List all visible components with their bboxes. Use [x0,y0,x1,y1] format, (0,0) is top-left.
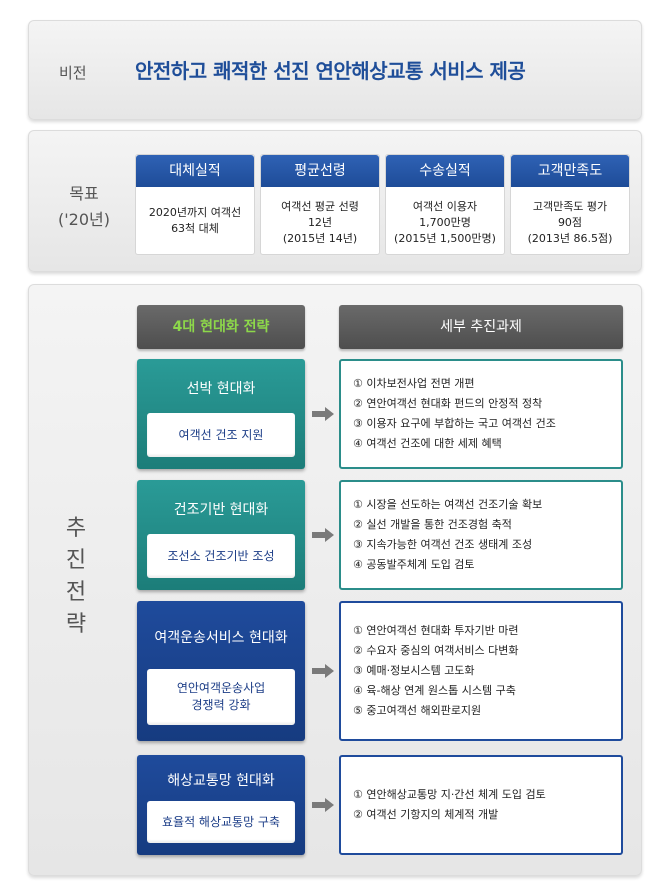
goal-card-line: (2013년 86.5점) [527,232,613,245]
goal-card-line: (2015년 1,500만명) [394,232,496,245]
task-item: ① 연안여객선 현대화 투자기반 마련 [353,624,519,637]
strategy-title: 해상교통망 현대화 [167,773,275,789]
goal-card-avg-age: 평균선령 여객선 평균 선령 12년 (2015년 14년) [260,154,380,255]
task-item: ④ 공동발주체계 도입 검토 [353,558,475,571]
strategy-label-char: 전 [65,580,87,605]
strategy-label: 추 진 전 략 [61,513,91,641]
task-item: ① 연안해상교통망 지·간선 체계 도입 검토 [353,788,546,801]
goal-card-line: 63척 대체 [171,222,219,235]
goal-card-title: 대체실적 [136,155,254,187]
goal-card-line: 여객선 이용자 [412,200,478,213]
task-item: ① 시장을 선도하는 여객선 건조기술 확보 [353,498,543,511]
task-item: ② 여객선 기항지의 체계적 개발 [353,808,499,821]
goal-label-year: ('20년) [58,210,110,229]
strategy-subtitle-text: 조선소 건조기반 조성 [167,548,275,563]
vision-statement: 안전하고 쾌적한 선진 연안해상교통 서비스 제공 [135,59,526,83]
strategy-ship-modernization: 선박 현대화 여객선 건조 지원 [137,359,305,469]
goal-label-title: 목표 [69,184,99,203]
task-item: ③ 지속가능한 여객선 건조 생태계 조성 [353,538,533,551]
tasks-column-header: 세부 추진과제 [339,305,623,349]
arrow-right-icon [312,798,334,812]
arrow-right-icon [312,407,334,421]
strategy-panel: 추 진 전 략 4대 현대화 전략 세부 추진과제 선박 현대화 여객선 건조 … [28,284,642,876]
arrow-right-icon [312,528,334,542]
task-item: ④ 육-해상 연계 원스톱 시스템 구축 [353,684,516,697]
goal-card-line: (2015년 14년) [282,232,358,245]
task-list-shipbuilding: ① 시장을 선도하는 여객선 건조기술 확보 ② 실선 개발을 통한 건조경험 … [339,480,623,590]
goal-card-body: 여객선 평균 선령 12년 (2015년 14년) [261,187,379,247]
task-item: ① 이차보전사업 전면 개편 [353,377,475,390]
arrow-right-icon [312,664,334,678]
goal-card-line: 고객만족도 평가 [532,200,608,213]
strategy-passenger-service: 여객운송서비스 현대화 연안여객운송사업 경쟁력 강화 [137,601,305,741]
strategy-label-char: 진 [65,548,87,573]
task-item: ③ 이용자 요구에 부합하는 국고 여객선 건조 [353,417,556,430]
strategy-title: 건조기반 현대화 [173,502,269,518]
goal-card-line: 여객선 평균 선령 [281,200,359,213]
strategy-subtitle: 여객선 건조 지원 [147,413,295,457]
strategy-maritime-network: 해상교통망 현대화 효율적 해상교통망 구축 [137,755,305,855]
goal-panel: 목표 ('20년) 대체실적 2020년까지 여객선 63척 대체 평균선령 여… [28,130,642,272]
task-item: ② 실선 개발을 통한 건조경험 축적 [353,518,512,531]
task-list-ship: ① 이차보전사업 전면 개편 ② 연안여객선 현대화 펀드의 안정적 정착 ③ … [339,359,623,469]
task-item: ③ 예매·정보시스템 고도화 [353,664,475,677]
strategy-shipbuilding-base: 건조기반 현대화 조선소 건조기반 조성 [137,480,305,590]
strategy-label-char: 추 [65,516,87,541]
goal-card-line: 1,700만명 [419,216,471,229]
goal-card-line: 2020년까지 여객선 [148,206,242,219]
strategy-column-header: 4대 현대화 전략 [137,305,305,349]
goal-card-title: 수송실적 [386,155,504,187]
vision-label: 비전 [59,64,87,82]
strategy-subtitle: 조선소 건조기반 조성 [147,534,295,578]
strategy-subtitle-text: 효율적 해상교통망 구축 [161,814,281,829]
goal-card-title: 고객만족도 [511,155,629,187]
goal-card-line: 12년 [307,216,333,229]
strategy-subtitle: 연안여객운송사업 경쟁력 강화 [147,669,295,725]
goal-card-body: 여객선 이용자 1,700만명 (2015년 1,500만명) [386,187,504,247]
goal-card-body: 고객만족도 평가 90점 (2013년 86.5점) [511,187,629,247]
goal-card-body: 2020년까지 여객선 63척 대체 [136,187,254,237]
strategy-subtitle-text: 연안여객운송사업 [176,681,266,695]
vision-panel: 비전 안전하고 쾌적한 선진 연안해상교통 서비스 제공 [28,20,642,120]
strategy-subtitle-text: 경쟁력 강화 [191,698,251,712]
task-item: ② 연안여객선 현대화 펀드의 안정적 정착 [353,397,543,410]
goal-card-line: 90점 [557,216,583,229]
strategy-title: 선박 현대화 [186,381,256,397]
strategy-subtitle: 효율적 해상교통망 구축 [147,801,295,843]
strategy-title: 여객운송서비스 현대화 [154,630,288,646]
goal-label: 목표 ('20년) [47,181,121,233]
goal-card-title: 평균선령 [261,155,379,187]
task-item: ② 수요자 중심의 여객서비스 다변화 [353,644,519,657]
task-list-network: ① 연안해상교통망 지·간선 체계 도입 검토 ② 여객선 기항지의 체계적 개… [339,755,623,855]
goal-card-satisfaction: 고객만족도 고객만족도 평가 90점 (2013년 86.5점) [510,154,630,255]
task-item: ⑤ 중고여객선 해외판로지원 [353,704,482,717]
strategy-label-char: 략 [65,612,87,637]
task-item: ④ 여객선 건조에 대한 세제 혜택 [353,437,502,450]
task-list-passenger: ① 연안여객선 현대화 투자기반 마련 ② 수요자 중심의 여객서비스 다변화 … [339,601,623,741]
goal-card-replacement: 대체실적 2020년까지 여객선 63척 대체 [135,154,255,255]
goal-card-transport: 수송실적 여객선 이용자 1,700만명 (2015년 1,500만명) [385,154,505,255]
strategy-subtitle-text: 여객선 건조 지원 [178,427,264,442]
